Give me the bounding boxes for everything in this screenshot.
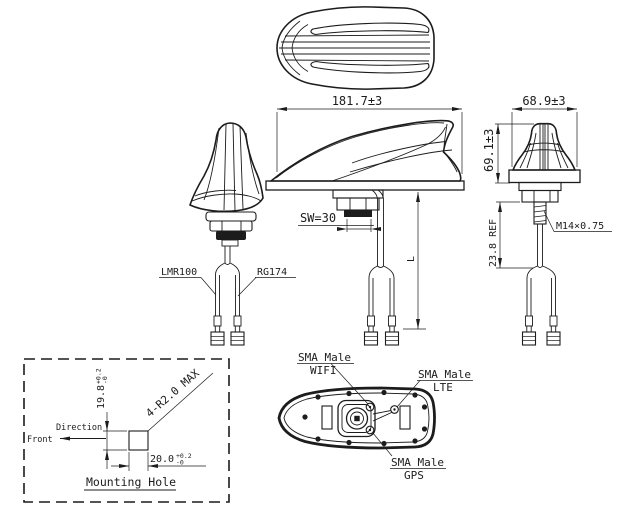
side-wrench-dim: SW=30 [300, 211, 336, 225]
side-base-plate [265, 180, 465, 191]
cable-lmr100-label: LMR100 [161, 267, 197, 278]
bottom-slot-left [321, 405, 333, 430]
front-base-plate [508, 169, 581, 184]
mounting-hole-detail: 19.8 +0.2 -0 20.0 +0.2 -0 4-R2.0 MAX Dir… [23, 358, 230, 503]
front-view: 68.9±3 69.1±3 M14×0. [482, 94, 612, 346]
sma-connector [521, 315, 537, 346]
center-mount-connector [345, 407, 369, 430]
thread-label: M14×0.75 [556, 221, 604, 232]
hole-height-tol-lower: -0 [101, 376, 109, 384]
detail-title: Mounting Hole [86, 475, 176, 489]
wifi-label-line2: WIFI [310, 364, 337, 377]
hole-width-tol-lower: -0 [176, 459, 184, 467]
hole-width-dim: 20.0 [150, 454, 174, 465]
top-view-lower-blade [310, 60, 430, 74]
detail-border [23, 358, 230, 503]
corner-radius-label: 4-R2.0 MAX [143, 366, 202, 420]
lte-connector-point [390, 405, 399, 414]
mounting-hole-square [128, 430, 149, 451]
front-height-dim: 69.1±3 [482, 129, 496, 172]
threaded-stud [533, 201, 547, 225]
bottom-inner-outline [283, 392, 430, 444]
direction-label: Direction [56, 423, 102, 433]
gps-connector-point [365, 425, 375, 435]
cable-rg174-label: RG174 [257, 267, 287, 278]
lte-label-line1: SMA Male [418, 368, 471, 381]
top-view-outline [276, 6, 435, 90]
top-view-upper-blade [310, 22, 430, 36]
bottom-view: SMA Male WIFI SMA Male LTE SMA Male GPS [277, 351, 473, 482]
sma-connector [546, 315, 561, 346]
sma-connector [384, 315, 400, 346]
bell-outline [511, 122, 577, 171]
perspective-view: LMR100 RG174 [159, 122, 296, 346]
bottom-slot-right [399, 405, 411, 430]
top-view [276, 6, 435, 90]
fin-outline [268, 119, 462, 182]
sma-connector [210, 315, 225, 346]
perspective-bell-outline [189, 122, 264, 213]
hole-height-tol-upper: +0.2 [95, 368, 103, 384]
hole-width-tol-upper: +0.2 [176, 452, 192, 460]
gps-label-line2: GPS [404, 469, 424, 482]
front-label: Front [27, 435, 53, 445]
bottom-outline [277, 386, 436, 450]
lte-label-line2: LTE [433, 381, 453, 394]
gps-label-line1: SMA Male [391, 456, 444, 469]
hole-height-dim: 19.8 [96, 385, 107, 409]
side-view: 181.7±3 SW=30 [265, 94, 465, 346]
sma-connector [363, 315, 379, 346]
wifi-label-line1: SMA Male [298, 351, 351, 364]
side-cable-length-dim: L [406, 256, 417, 262]
sma-connector [230, 315, 245, 346]
wifi-connector-point [365, 402, 375, 412]
stud-ref-dim: 23.8 REF [488, 219, 499, 267]
front-width-dim: 68.9±3 [522, 94, 565, 108]
side-width-dim: 181.7±3 [332, 94, 383, 108]
